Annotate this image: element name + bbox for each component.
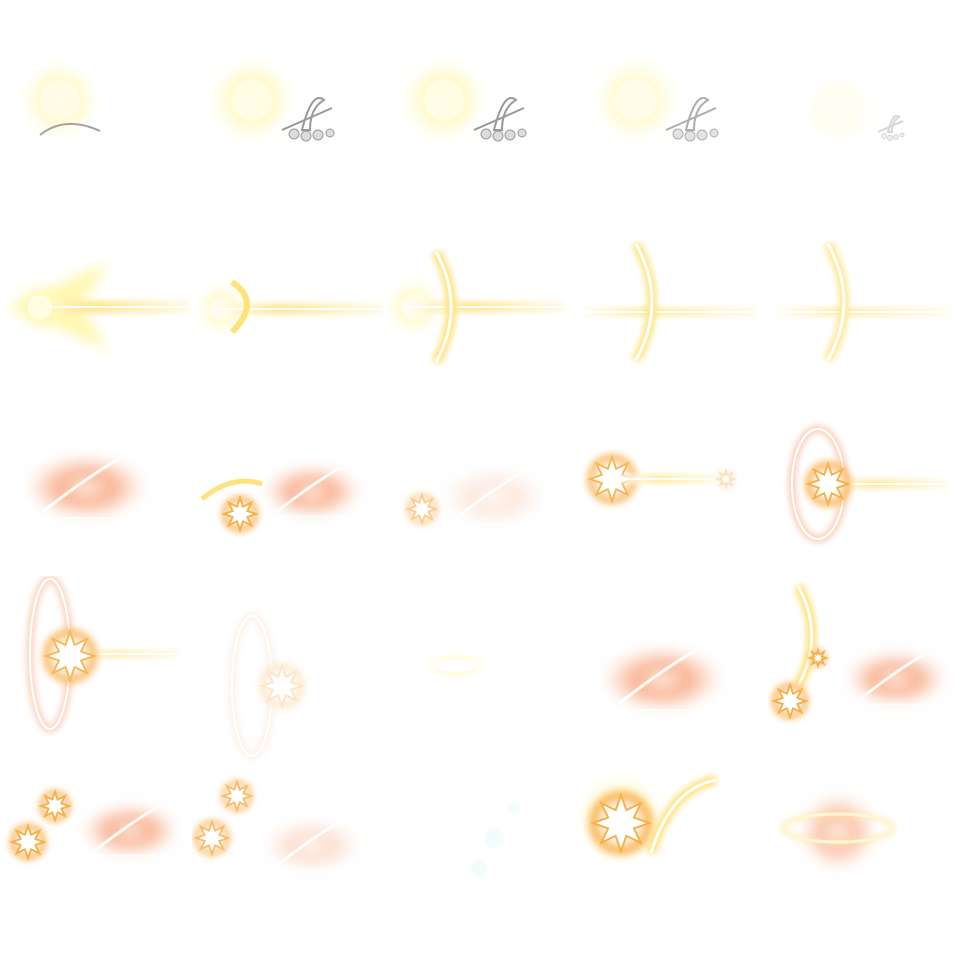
sprite-frame-20 — [768, 576, 960, 768]
sprite-frame-16 — [0, 576, 192, 768]
sprite-frame-23 — [384, 768, 576, 960]
glow-ring-sparkles-effect — [780, 788, 896, 868]
sprite-frame-4 — [576, 0, 768, 192]
shards-fading-effect — [808, 80, 905, 141]
double-burst-smoke-effect — [7, 787, 180, 863]
ring-burst-faint-effect — [228, 612, 308, 760]
sprite-frame-25 — [768, 768, 960, 960]
orange-smoke-swoosh-effect — [600, 641, 730, 712]
sprite-frame-13 — [384, 384, 576, 576]
sprite-frame-21 — [0, 768, 192, 960]
sprite-frame-15 — [768, 384, 960, 576]
orange-smoke-swoosh-effect — [24, 449, 154, 520]
sprite-frame-12 — [192, 384, 384, 576]
sprite-frame-7 — [192, 192, 384, 384]
sprite-frame-2 — [192, 0, 384, 192]
yellow-crescent-line-effect — [576, 241, 758, 363]
yellow-streak-arrow-effect — [8, 262, 190, 350]
sprite-frame-11 — [0, 384, 192, 576]
sprite-frame-10 — [768, 192, 960, 384]
smoke-with-burst-effect — [200, 461, 362, 535]
sprite-frame-1 — [0, 0, 192, 192]
sprite-frame-17 — [192, 576, 384, 768]
sprite-frame-9 — [576, 192, 768, 384]
sprite-frame-18 — [384, 576, 576, 768]
sprite-frame-24 — [576, 768, 768, 960]
sprite-frame-5 — [768, 0, 960, 192]
small-glow-oval-effect — [426, 654, 486, 678]
crescent-burst-smoke-effect — [769, 583, 948, 722]
smoke-fading-burst-effect — [403, 463, 549, 528]
yellow-streak-arc-effect — [200, 279, 382, 335]
sprite-frame-22 — [192, 768, 384, 960]
burst-streak-effect — [583, 450, 738, 508]
ring-burst-streak-effect — [788, 425, 948, 543]
sprite-frame-6 — [0, 192, 192, 384]
glow-orb-sparkle-effect — [24, 64, 101, 136]
ring-burst-vertical-effect — [26, 576, 180, 733]
sprite-frame-19 — [576, 576, 768, 768]
glow-orb-shards-effect — [598, 62, 719, 142]
sprite-frame-3 — [384, 0, 576, 192]
yellow-crescent-line-effect — [768, 241, 950, 363]
glow-orb-shards-effect — [214, 62, 335, 142]
cyan-faint-wisps-effect — [471, 802, 520, 876]
yellow-streak-crescent-effect — [390, 249, 564, 365]
sprite-frame-14 — [576, 384, 768, 576]
sprite-frame-8 — [384, 192, 576, 384]
glow-orb-shards-effect — [406, 62, 527, 142]
big-flash-crescent-effect — [581, 775, 718, 860]
bursts-pale-smoke-effect — [192, 777, 362, 872]
